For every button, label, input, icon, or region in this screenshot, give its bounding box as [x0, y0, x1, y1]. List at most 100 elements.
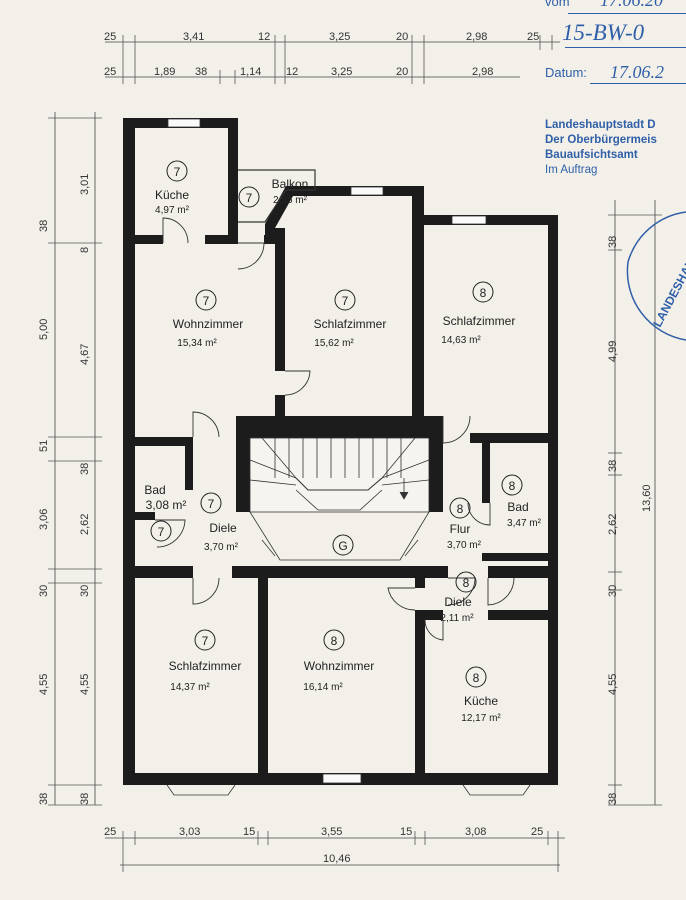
seal-text: LANDESHAUPT: [650, 242, 686, 329]
authority-line-4: Im Auftrag: [545, 164, 598, 176]
file-number: 15-BW-0: [562, 20, 645, 45]
room-labels: 7 Küche 4,97 m² 7 Balkon 2,56 m² 7 Wohnz…: [144, 160, 542, 724]
room-name: Balkon: [272, 177, 309, 191]
dim-left-outer-6: 38: [38, 793, 50, 805]
dim-left-outer-5: 4,55: [38, 674, 50, 695]
dim-right-inner-5: 4,55: [607, 674, 619, 695]
unit-number: 7: [246, 191, 253, 205]
authority-line-3: Bauaufsichtsamt: [545, 149, 638, 161]
unit-marker: [472, 281, 494, 303]
unit-marker: [455, 571, 477, 593]
room-wohnzimmer-7-top: 7 Wohnzimmer 15,34 m²: [173, 289, 243, 349]
stamp-underline-3: [590, 83, 686, 84]
room-bad-7: Bad 3,08 m² 7: [144, 483, 186, 542]
official-seal: LANDESHAUPT: [626, 211, 686, 341]
dim-top1-0: 25: [104, 31, 116, 43]
dim-top1-6: 25: [527, 31, 539, 43]
unit-number: 8: [509, 479, 516, 493]
dim-right-inner-6: 38: [607, 793, 619, 805]
dim-bottom-1: 3,03: [179, 826, 200, 838]
dim-left-inner-2: 4,67: [79, 344, 91, 365]
staircase: [249, 437, 430, 561]
datum-value: 17.06.2: [610, 62, 664, 82]
unit-number: 8: [480, 286, 487, 300]
unit-number: 8: [457, 502, 464, 516]
unit-number: 7: [158, 525, 165, 539]
dim-top2-4: 12: [286, 66, 298, 78]
balcony-outline: [238, 169, 316, 223]
dim-left-inner-4: 2,62: [79, 514, 91, 535]
room-bad-8: 8 Bad 3,47 m²: [501, 474, 542, 529]
dim-top1-4: 20: [396, 31, 408, 43]
room-area: 3,70 m²: [447, 540, 482, 551]
unit-marker: [465, 666, 487, 688]
room-schlafzimmer-7-bottom: 7 Schlafzimmer 14,37 m²: [169, 629, 242, 693]
dim-left-inner-3: 38: [79, 463, 91, 475]
dim-top2-5: 3,25: [331, 66, 352, 78]
room-name: Küche: [155, 188, 189, 202]
dim-bottom-0: 25: [104, 826, 116, 838]
stamp-underline-2: [565, 47, 686, 48]
dim-top2-1: 1,89: [154, 66, 175, 78]
unit-marker: [150, 520, 172, 542]
unit-marker: [200, 492, 222, 514]
room-schlafzimmer-7-top: 7 Schlafzimmer 15,62 m²: [314, 289, 387, 349]
room-area: 15,62 m²: [314, 338, 354, 349]
dim-top2-7: 2,98: [472, 66, 493, 78]
room-kueche-7: 7 Küche 4,97 m²: [155, 160, 190, 216]
room-area: 3,47 m²: [507, 518, 542, 529]
dim-top1-1: 3,41: [183, 31, 204, 43]
dim-top1-5: 2,98: [466, 31, 487, 43]
bay-window-left: [166, 784, 236, 796]
dim-right-inner-0: 38: [607, 236, 619, 248]
room-name: Schlafzimmer: [169, 659, 242, 673]
room-name: Bad: [507, 500, 528, 514]
window-schlafzimmer-8: [451, 215, 487, 225]
unit-marker: [501, 474, 523, 496]
room-area: 14,63 m²: [441, 335, 481, 346]
room-area: 14,37 m²: [170, 682, 210, 693]
unit-number: 7: [203, 294, 210, 308]
datum-label: Datum:: [545, 65, 587, 80]
dim-right-inner-1: 4,99: [607, 341, 619, 362]
dim-bottom-6: 25: [531, 826, 543, 838]
room-area: 2,11 m²: [440, 613, 474, 624]
authority-line-1: Landeshauptstadt D: [545, 119, 656, 131]
room-name: Bad: [144, 483, 165, 497]
room-diele-8: 8 Diele 2,11 m²: [440, 571, 477, 624]
room-name: Flur: [450, 522, 471, 536]
unit-number: 7: [208, 497, 215, 511]
dim-left-outer-1: 5,00: [38, 319, 50, 340]
dim-left-outer-3: 3,06: [38, 509, 50, 530]
room-schlafzimmer-8-top: 8 Schlafzimmer 14,63 m²: [441, 281, 515, 346]
unit-number: 8: [331, 634, 338, 648]
unit-number: 7: [202, 634, 209, 648]
dim-top2-3: 1,14: [240, 66, 261, 78]
unit-number: G: [338, 539, 347, 553]
room-area: 16,14 m²: [303, 682, 343, 693]
window-kitchen-7: [167, 118, 201, 128]
unit-marker: [194, 629, 216, 651]
vom-label: vom: [545, 0, 570, 9]
dim-right-inner-3: 2,62: [607, 514, 619, 535]
room-area: 12,17 m²: [461, 713, 501, 724]
unit-marker: [195, 289, 217, 311]
room-kueche-8: 8 Küche 12,17 m²: [461, 666, 501, 724]
room-name: Küche: [464, 694, 498, 708]
dim-left-inner-1: 8: [79, 247, 91, 253]
dim-right-inner-2: 38: [607, 460, 619, 472]
room-area: 2,56 m²: [273, 195, 308, 206]
room-area: 3,70 m²: [204, 542, 239, 553]
room-diele-7: 7 Diele 3,70 m²: [200, 492, 239, 553]
dim-bottom-4: 15: [400, 826, 412, 838]
room-area: 4,97 m²: [155, 205, 190, 216]
dim-bottom-2: 15: [243, 826, 255, 838]
dim-bottom-5: 3,08: [465, 826, 486, 838]
room-name: Diele: [209, 521, 237, 535]
dim-right-total: 13,60: [641, 484, 653, 512]
room-name: Schlafzimmer: [314, 317, 387, 331]
vom-value: 17.06.20: [600, 0, 663, 10]
room-stair-g: G: [332, 534, 354, 556]
room-flur-8: 8 Flur 3,70 m²: [447, 497, 482, 551]
unit-number: 8: [473, 671, 480, 685]
